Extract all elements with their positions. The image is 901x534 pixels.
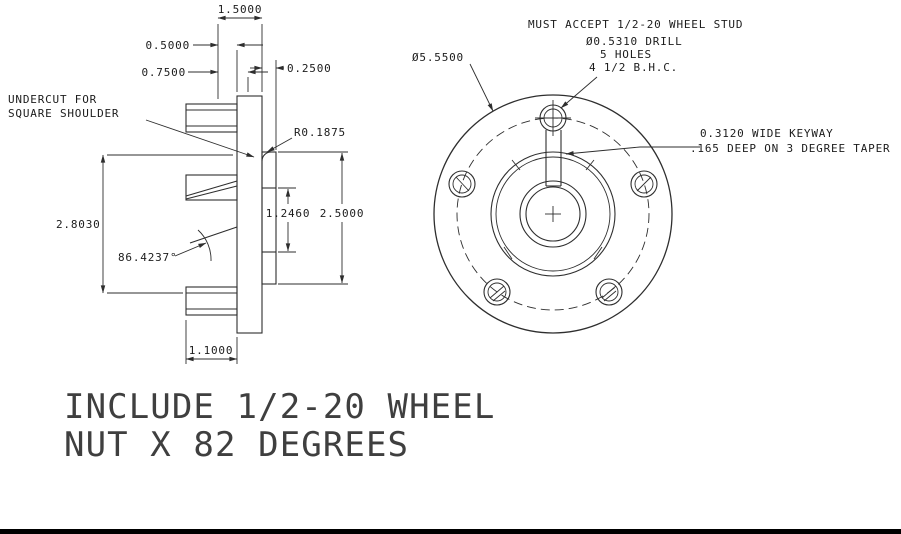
flange-outer-circle	[433, 94, 673, 334]
fillet-radius-leader	[266, 137, 293, 153]
dim-fillet-radius-label: R0.1875	[294, 126, 346, 139]
dim-hub-length-label: 1.1000	[189, 344, 234, 357]
dim-bore-label: 1.2460	[266, 207, 311, 220]
dim-hub-od-label: 2.5000	[320, 207, 365, 220]
dim-total-width-label: 1.5000	[218, 3, 263, 16]
dim-quarter	[250, 60, 284, 150]
holes-note-label: 5 HOLES	[600, 48, 652, 61]
stud-hole-left	[448, 170, 476, 198]
bolt-circle-note-label: 4 1/2 B.H.C.	[589, 61, 678, 74]
footer-note-line1: INCLUDE 1/2-20 WHEEL	[64, 387, 495, 427]
hub-inner-ring	[495, 156, 611, 272]
stud-hole-bottom-left	[483, 278, 511, 306]
footer-note: INCLUDE 1/2-20 WHEEL NUT X 82 DEGREES	[64, 387, 495, 465]
undercut-leader	[145, 119, 255, 158]
dim-outer-diameter-label: Ø5.5500	[412, 51, 464, 64]
fillet-arc	[261, 151, 272, 162]
shaft-circle	[525, 186, 581, 242]
dim-three-quarter-label: 0.7500	[141, 66, 186, 79]
footer-note-line2: NUT X 82 DEGREES	[64, 425, 409, 465]
side-view: 1.5000 0.5000 0.7500 0.2500 UNDERCUT FOR…	[8, 3, 365, 364]
hub-outer-ring	[490, 151, 616, 277]
dim-quarter-label: 0.2500	[287, 62, 332, 75]
undercut-note-line1: UNDERCUT FOR	[8, 93, 97, 106]
stud-hole-top	[535, 100, 571, 136]
keyway-note-leader	[565, 146, 700, 156]
dim-flange-height	[100, 154, 233, 294]
center-mark	[545, 206, 561, 222]
dim-flange-height-label: 2.8030	[56, 218, 101, 231]
stud-note-label: MUST ACCEPT 1/2-20 WHEEL STUD	[528, 18, 743, 31]
keyway-note-line1: 0.3120 WIDE KEYWAY	[700, 127, 834, 140]
keyway-note-line2: .165 DEEP ON 3 DEGREE TAPER	[690, 142, 890, 155]
stud-hole-bottom-right	[595, 278, 623, 306]
side-view-geometry	[185, 95, 277, 334]
dim-taper-angle	[174, 229, 212, 262]
bottom-edge-bar	[0, 529, 901, 534]
undercut-note-line2: SQUARE SHOULDER	[8, 107, 119, 120]
bore-circle	[519, 180, 587, 248]
stud-hole-right	[630, 170, 658, 198]
dim-half-width-label: 0.5000	[145, 39, 190, 52]
dim-half-width	[193, 42, 263, 92]
front-view: Ø5.5500 MUST ACCEPT 1/2-20 WHEEL STUD Ø0…	[412, 18, 890, 334]
hub-ring-ticks	[503, 159, 603, 260]
dim-hub-length	[185, 320, 238, 364]
front-view-geometry	[433, 94, 673, 334]
dim-bore	[278, 187, 296, 253]
stud-note-leader	[560, 76, 598, 109]
taper-line	[189, 226, 238, 244]
dim-hub-od	[278, 151, 348, 285]
drill-note-label: Ø0.5310 DRILL	[586, 35, 683, 48]
dim-taper-angle-label: 86.4237°	[118, 251, 177, 264]
dim-total-width	[217, 15, 263, 99]
outer-diameter-leader	[469, 63, 494, 112]
dim-three-quarter	[188, 69, 268, 92]
keyway	[545, 130, 562, 187]
